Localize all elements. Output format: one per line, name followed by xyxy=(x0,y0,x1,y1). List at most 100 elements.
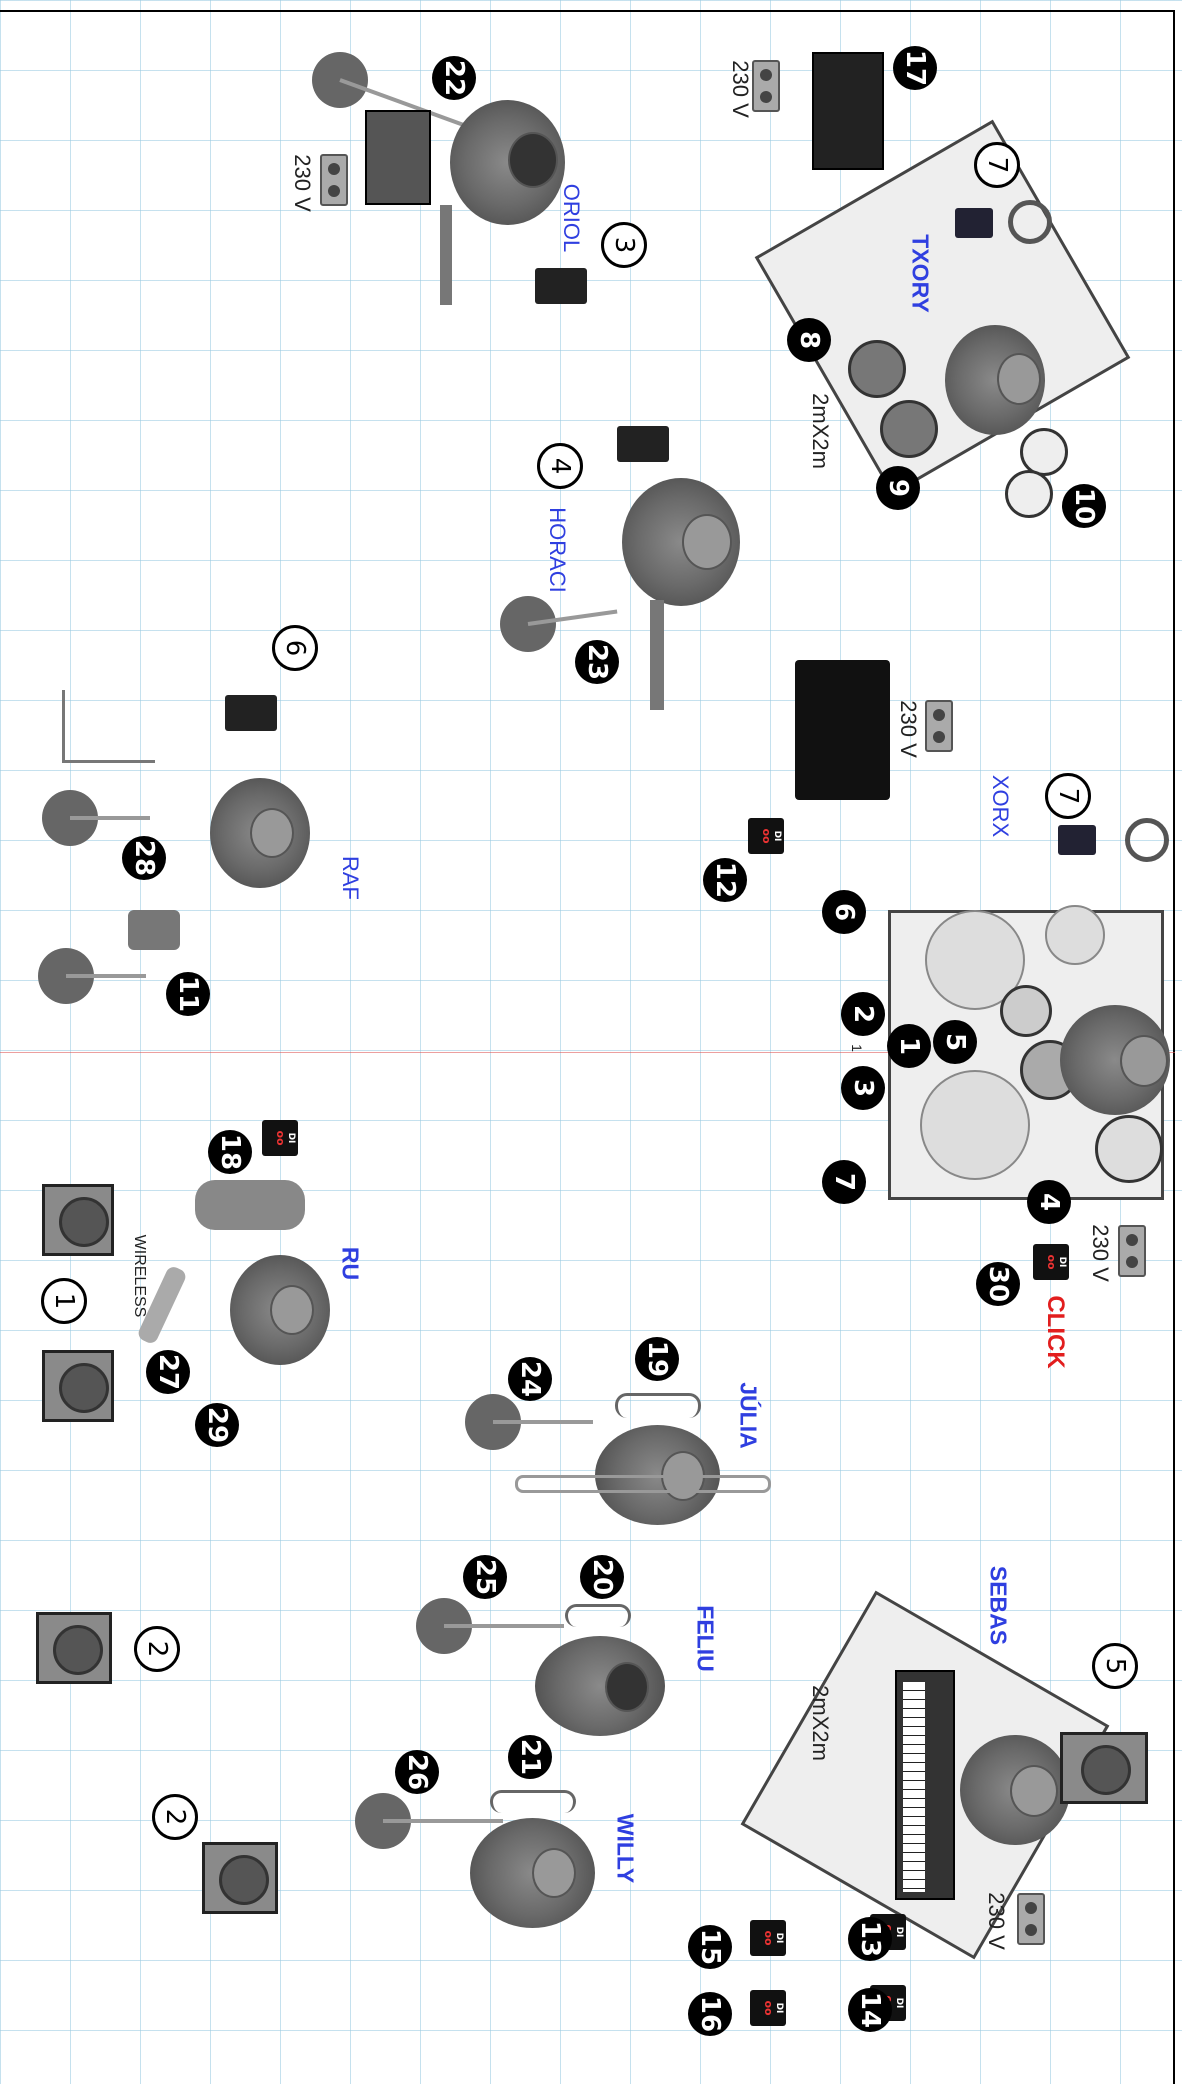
output-badge-3: 3 xyxy=(601,222,647,268)
musician-label-xorx: XORX xyxy=(987,766,1013,846)
musician-label-willy: WILLY xyxy=(612,1809,639,1889)
pedalboard xyxy=(365,110,431,205)
output-badge-6: 6 xyxy=(272,625,318,671)
musician-label-horaci: HORACI xyxy=(544,505,570,595)
input-badge-20: 20 xyxy=(580,1555,624,1599)
input-badge-9: 9 xyxy=(876,466,920,510)
power-outlet-icon xyxy=(925,700,953,752)
conga-drum xyxy=(880,400,938,458)
guitarist-ru xyxy=(230,1255,330,1365)
headphones-icon xyxy=(1125,818,1169,862)
percussionist-raf xyxy=(210,778,310,888)
voltage-label: 230 V xyxy=(727,49,753,129)
drum-inner-label: 1 xyxy=(849,1036,865,1060)
input-badge-29: 29 xyxy=(195,1403,239,1447)
input-badge-11: 11 xyxy=(166,972,210,1016)
guitarist-oriol xyxy=(450,100,565,225)
clip-mic xyxy=(565,1604,631,1627)
input-badge-1: 1 xyxy=(887,1024,931,1068)
input-badge-26: 26 xyxy=(395,1750,439,1794)
speaker-monitor-icon xyxy=(36,1612,112,1684)
keyboardist-sebas xyxy=(960,1735,1070,1845)
output-badge-7-drums: 7 xyxy=(1045,773,1091,819)
riser-size-label: 2mX2m xyxy=(807,381,833,481)
musician-label-raf: RAF xyxy=(337,848,363,908)
trombone-slide xyxy=(515,1475,771,1493)
musician-label-julia: JÚLIA xyxy=(735,1381,762,1451)
power-outlet-icon xyxy=(320,154,348,206)
input-badge-25: 25 xyxy=(463,1555,507,1599)
crash-cymbal xyxy=(920,1070,1030,1180)
clip-mic xyxy=(490,1790,576,1813)
output-badge-5: 5 xyxy=(1092,1643,1138,1689)
input-badge-28: 28 xyxy=(122,836,166,880)
input-badge-10: 10 xyxy=(1062,484,1106,528)
wireless-pack-icon xyxy=(535,268,587,304)
saxophonist-feliu xyxy=(535,1636,665,1736)
bassist-horaci xyxy=(622,478,740,606)
output-badge-4-top: 4 xyxy=(537,443,583,489)
guitar-neck xyxy=(440,205,452,305)
speaker-monitor-icon xyxy=(202,1842,278,1914)
wireless-pack-icon xyxy=(617,426,669,462)
in-ear-pack-icon xyxy=(1058,825,1096,855)
input-badge-19: 19 xyxy=(635,1337,679,1381)
input-badge-16: 16 xyxy=(688,1992,732,2036)
input-badge-21: 21 xyxy=(508,1735,552,1779)
tom-drum xyxy=(1000,985,1052,1037)
in-ear-pack-icon xyxy=(955,208,993,238)
input-badge-5: 5 xyxy=(933,1020,977,1064)
input-badge-22: 22 xyxy=(432,56,476,100)
input-badge-3: 3 xyxy=(841,1066,885,1110)
input-badge-7: 7 xyxy=(822,1160,866,1204)
musician-label-feliu: FELIU xyxy=(692,1599,719,1679)
conga-drum xyxy=(848,340,906,398)
amp-rack xyxy=(812,52,884,170)
musician-label-txory: TXORY xyxy=(907,224,934,324)
input-badge-18: 18 xyxy=(208,1130,252,1174)
percussionist xyxy=(945,325,1045,435)
input-badge-2: 2 xyxy=(841,992,885,1036)
headphones-icon xyxy=(1008,200,1052,244)
click-label: CLICK xyxy=(1041,1292,1069,1372)
voltage-label: 230 V xyxy=(895,689,921,769)
output-badge-2-upper: 2 xyxy=(134,1626,180,1672)
cajon-shaker xyxy=(128,910,180,950)
input-badge-23: 23 xyxy=(575,640,619,684)
di-box-icon: DIoo xyxy=(750,1920,786,1956)
power-outlet-icon xyxy=(1017,1893,1045,1945)
power-outlet-icon xyxy=(752,60,780,112)
input-badge-6: 6 xyxy=(822,890,866,934)
voltage-label: 230 V xyxy=(1087,1213,1113,1293)
output-badge-2-lower: 2 xyxy=(152,1794,198,1840)
power-outlet-icon xyxy=(1118,1225,1146,1277)
bass-neck xyxy=(650,600,664,710)
input-badge-8: 8 xyxy=(787,318,831,362)
bongo xyxy=(1005,470,1053,518)
hi-hat-cymbal xyxy=(1045,905,1105,965)
riser-size-label: 2mX2m xyxy=(807,1673,833,1773)
tripod-stand xyxy=(62,690,155,763)
bongo xyxy=(1020,428,1068,476)
input-badge-30: 30 xyxy=(976,1262,1020,1306)
input-badge-12: 12 xyxy=(703,858,747,902)
clip-mic xyxy=(615,1393,701,1418)
voltage-label: 230 V xyxy=(289,143,315,223)
musician-label-ru: RU xyxy=(337,1244,364,1284)
keyboard-instrument xyxy=(895,1670,955,1900)
drummer xyxy=(1060,1005,1170,1115)
input-badge-14: 14 xyxy=(848,1988,892,2032)
speaker-monitor-icon xyxy=(42,1350,114,1422)
input-badge-13: 13 xyxy=(848,1917,892,1961)
trumpeter-willy xyxy=(470,1818,595,1928)
acoustic-guitar xyxy=(195,1180,305,1230)
input-badge-24: 24 xyxy=(508,1357,552,1401)
input-badge-4: 4 xyxy=(1027,1180,1071,1224)
keys-amp xyxy=(1060,1732,1148,1804)
wireless-pack-icon xyxy=(225,695,277,731)
input-badge-17: 17 xyxy=(893,46,937,90)
